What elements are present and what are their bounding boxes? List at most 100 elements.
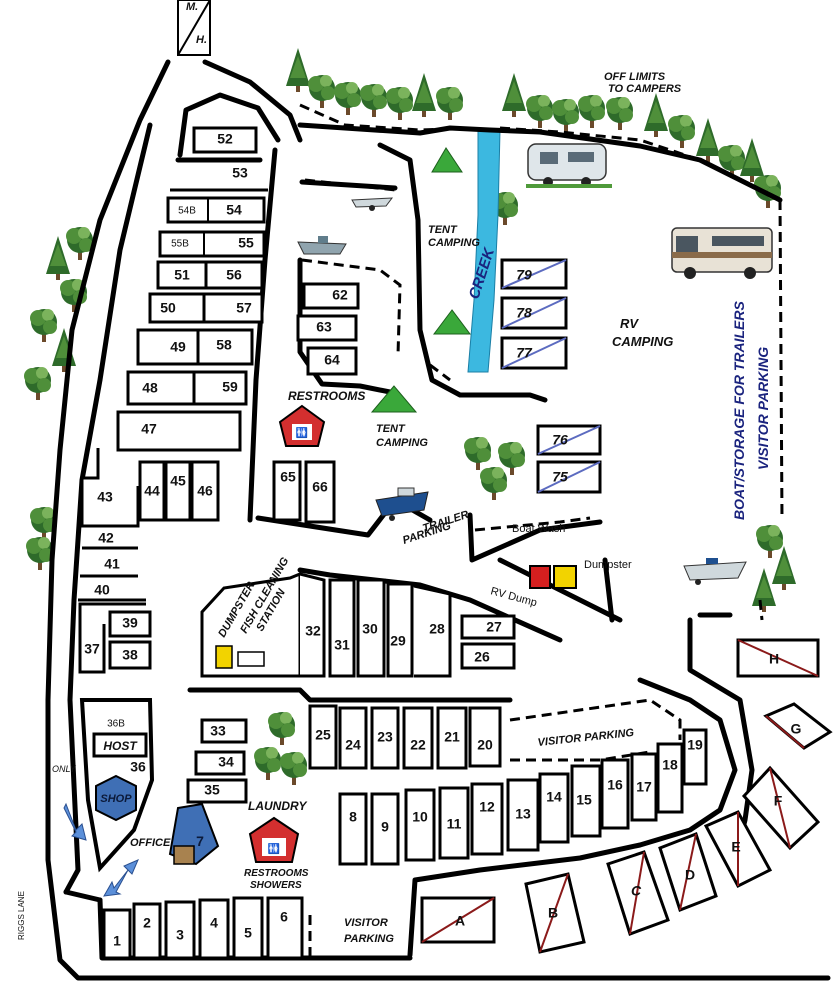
site-79[interactable]: 79 <box>500 258 568 290</box>
site-19[interactable]: 19 <box>682 728 708 786</box>
site-8[interactable]: 8 <box>338 792 368 866</box>
site-24[interactable]: 24 <box>338 706 368 770</box>
site-2[interactable]: 2 <box>132 902 162 960</box>
site-B[interactable]: B <box>524 872 586 954</box>
site-50-label[interactable]: 50 <box>160 300 176 316</box>
boat-trailer-icon-top <box>351 197 394 211</box>
site-23[interactable]: 23 <box>370 706 400 770</box>
site-38[interactable]: 38 <box>108 640 152 670</box>
site-58-label[interactable]: 58 <box>216 337 232 353</box>
site-42[interactable]: 42 <box>82 530 138 550</box>
site-17[interactable]: 17 <box>630 752 658 822</box>
site-3[interactable]: 3 <box>164 900 196 960</box>
site-78[interactable]: 78 <box>500 296 568 330</box>
site-56-label[interactable]: 56 <box>226 267 242 283</box>
site-16[interactable]: 16 <box>600 758 630 830</box>
site-75[interactable]: 75 <box>536 460 602 494</box>
site-45[interactable]: 45 <box>164 460 192 522</box>
site-1[interactable]: 1 <box>102 908 132 960</box>
site-36b-label[interactable]: 36B <box>107 719 125 730</box>
site-18[interactable]: 18 <box>656 742 684 814</box>
site-51-56 <box>156 260 264 290</box>
site-26[interactable]: 26 <box>460 642 516 670</box>
boat-trailer-icon-2 <box>297 236 347 255</box>
site-2-label: 2 <box>143 915 151 931</box>
site-A[interactable]: A <box>420 896 496 944</box>
site-6[interactable]: 6 <box>266 896 304 960</box>
site-43[interactable]: 43 <box>80 448 140 528</box>
site-28[interactable]: 28 <box>413 584 452 678</box>
site-29[interactable]: 29 <box>386 582 414 678</box>
site-E[interactable]: E <box>703 810 773 888</box>
site-25[interactable]: 25 <box>308 704 338 770</box>
site-51-label[interactable]: 51 <box>174 267 190 283</box>
site-48-label[interactable]: 48 <box>142 380 158 396</box>
site-15[interactable]: 15 <box>570 764 602 838</box>
site-35-label: 35 <box>204 782 220 798</box>
site-20[interactable]: 20 <box>468 706 502 768</box>
site-55[interactable]: 55B 55 <box>158 230 266 258</box>
site-65[interactable]: 65 <box>272 460 302 522</box>
site-22[interactable]: 22 <box>402 706 434 770</box>
site-66-label: 66 <box>312 479 328 495</box>
site-27[interactable]: 27 <box>460 614 516 640</box>
site-E-label: E <box>731 839 740 855</box>
site-F[interactable]: F <box>741 765 821 851</box>
site-39[interactable]: 39 <box>108 610 152 638</box>
site-5[interactable]: 5 <box>232 896 264 960</box>
site-30[interactable]: 30 <box>356 578 386 678</box>
site-12-label: 12 <box>479 799 495 815</box>
site-D[interactable]: D <box>658 832 718 912</box>
site-64[interactable]: 64 <box>306 346 358 376</box>
restrooms-top[interactable]: 🚻 <box>278 404 326 447</box>
site-H[interactable]: H <box>736 638 820 678</box>
site-36-label[interactable]: 36 <box>130 759 146 775</box>
site-33[interactable]: 33 <box>200 718 248 744</box>
restrooms-showers[interactable]: 🚻 <box>248 816 300 863</box>
site-4[interactable]: 4 <box>198 898 230 960</box>
office-building[interactable]: 7 <box>168 802 220 866</box>
site-18-label: 18 <box>662 757 678 773</box>
site-32[interactable]: 32 <box>299 572 326 678</box>
site-57-label[interactable]: 57 <box>236 300 252 316</box>
site-76[interactable]: 76 <box>536 424 602 456</box>
dumpster-bins[interactable] <box>529 565 577 589</box>
shop-building[interactable]: SHOP <box>95 774 137 822</box>
site-G[interactable]: G <box>763 702 833 750</box>
site-6-label: 6 <box>280 909 288 925</box>
site-13[interactable]: 13 <box>506 778 540 852</box>
site-77[interactable]: 77 <box>500 336 568 370</box>
site-C[interactable]: C <box>606 850 670 936</box>
site-14[interactable]: 14 <box>538 772 570 844</box>
site-44[interactable]: 44 <box>138 460 166 522</box>
site-63[interactable]: 63 <box>296 314 358 342</box>
site-46[interactable]: 46 <box>190 460 220 522</box>
fish-cleaning-station[interactable] <box>200 571 302 678</box>
site-52[interactable]: 52 <box>192 126 258 154</box>
site-53[interactable]: 53 <box>170 165 268 192</box>
site-35[interactable]: 35 <box>186 778 248 804</box>
site-47[interactable]: 47 <box>116 410 242 452</box>
site-40[interactable]: 40 <box>78 582 146 602</box>
site-62[interactable]: 62 <box>302 282 360 310</box>
host-sign[interactable]: HOST <box>92 732 148 758</box>
mh-m-label: M. <box>186 1 198 13</box>
site-54[interactable]: 54B 54 <box>166 196 266 224</box>
site-23-label: 23 <box>377 729 393 745</box>
site-1-label: 1 <box>113 933 121 949</box>
boat-storage-label: BOAT/STORAGE FOR TRAILERS <box>731 301 747 520</box>
site-12[interactable]: 12 <box>470 782 504 856</box>
site-34[interactable]: 34 <box>194 750 246 776</box>
site-37[interactable]: 37 <box>78 602 146 674</box>
site-40-label: 40 <box>94 582 110 598</box>
site-11[interactable]: 11 <box>438 786 470 860</box>
site-21[interactable]: 21 <box>436 706 468 770</box>
site-17-label: 17 <box>636 779 652 795</box>
site-59-label[interactable]: 59 <box>222 379 238 395</box>
site-9[interactable]: 9 <box>370 792 400 866</box>
site-49-label[interactable]: 49 <box>170 339 186 355</box>
site-10[interactable]: 10 <box>404 788 436 862</box>
site-31[interactable]: 31 <box>328 578 356 678</box>
site-41[interactable]: 41 <box>80 556 138 578</box>
site-66[interactable]: 66 <box>304 460 336 524</box>
